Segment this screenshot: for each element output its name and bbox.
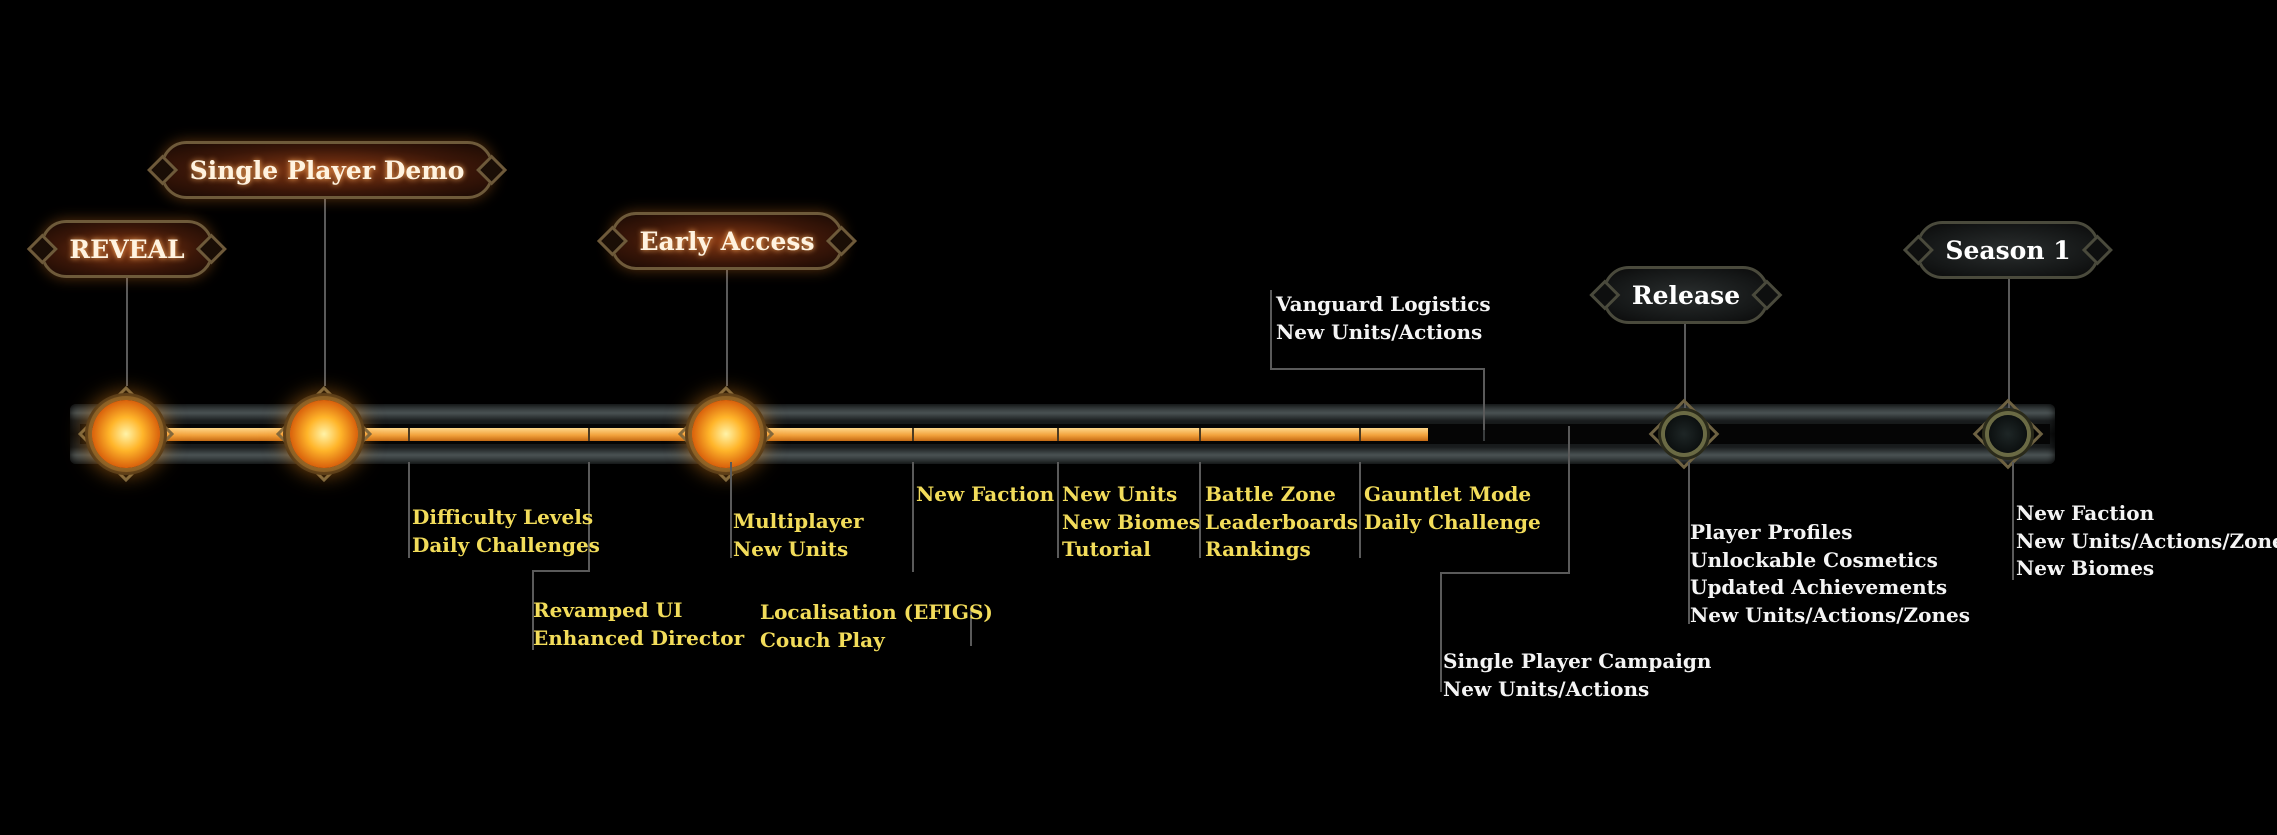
update-connector (1359, 462, 1361, 558)
update-connector (532, 570, 590, 572)
update-line: New Units/Actions/Zones (1690, 602, 1971, 627)
update-connector (912, 462, 914, 572)
milestone-title: REVEAL (69, 234, 185, 264)
update-line: Rankings (1205, 537, 1311, 561)
update-line: Difficulty Levels (412, 505, 594, 529)
milestone-node-season-1 (1989, 415, 2027, 453)
update-connector (1270, 368, 1484, 370)
update-line: Tutorial (1062, 537, 1151, 561)
milestone-node-release (1665, 415, 1703, 453)
update-line: New Units (733, 536, 849, 561)
update-line: New Faction (2016, 501, 2155, 525)
milestone-title: Single Player Demo (189, 155, 465, 185)
update-line: Revamped UI (533, 598, 683, 622)
milestone-banner-release: Release (1589, 266, 1783, 324)
timeline-tick (1199, 428, 1201, 441)
update-line: New Units/Actions (1443, 676, 1650, 701)
milestone-banner-season-1: Season 1 (1902, 221, 2114, 279)
update-label-new-faction: New Faction (916, 481, 1054, 509)
banner-arrow-icon (1589, 279, 1621, 311)
timeline-tick (1359, 428, 1361, 441)
update-connector (408, 462, 410, 558)
update-line: Unlockable Cosmetics (1690, 547, 1938, 572)
timeline-tick (1483, 428, 1485, 441)
update-connector (588, 462, 590, 572)
banner-arrow-icon (596, 225, 629, 257)
banner-arrow-icon (2082, 234, 2114, 266)
update-line: Daily Challenge (1364, 509, 1541, 534)
update-line: New Units/Actions (1276, 319, 1483, 344)
milestone-banner-demo: Single Player Demo (147, 141, 507, 199)
milestone-title: Early Access (639, 226, 815, 256)
banner-arrow-icon (475, 154, 507, 186)
milestone-title: Season 1 (1945, 235, 2071, 265)
update-label-revamped-ui: Revamped UI Enhanced Director (533, 597, 744, 652)
update-line: Leaderboards (1205, 509, 1359, 534)
milestone-banner-early-access: Early Access (596, 212, 858, 270)
update-line: Vanguard Logistics (1276, 292, 1491, 316)
timeline-tick (588, 428, 590, 441)
update-connector (1568, 426, 1570, 574)
update-connector (1199, 462, 1201, 558)
update-line: Multiplayer (733, 509, 864, 533)
banner-arrow-icon (147, 154, 179, 186)
update-line: New Units/Actions/Zones (2016, 528, 2277, 553)
milestone-node-demo (290, 400, 358, 468)
update-line: Battle Zone (1205, 482, 1336, 506)
update-line: Enhanced Director (533, 625, 745, 650)
update-line: Couch Play (760, 627, 885, 652)
update-connector (1440, 572, 1570, 574)
update-line: Gauntlet Mode (1364, 482, 1532, 506)
update-line: Daily Challenges (412, 532, 600, 557)
banner-arrow-icon (196, 233, 228, 265)
banner-arrow-icon (1751, 279, 1783, 311)
milestone-node-early-access (692, 400, 760, 468)
banner-arrow-icon (1902, 234, 1934, 266)
timeline-tick (408, 428, 410, 441)
update-line: New Faction (916, 482, 1055, 506)
timeline-tick (912, 428, 914, 441)
timeline-tick (1057, 428, 1059, 441)
banner-arrow-icon (26, 233, 58, 265)
update-connector (1057, 462, 1059, 558)
milestone-node-reveal (92, 400, 160, 468)
update-line: Localisation (EFIGS) (760, 600, 993, 624)
update-line: Updated Achievements (1690, 575, 1948, 599)
update-connector (1483, 368, 1485, 430)
update-line: Player Profiles (1690, 520, 1853, 544)
update-line: New Biomes (1062, 509, 1201, 534)
update-connector (730, 462, 732, 558)
update-connector (532, 570, 534, 650)
update-line: New Units (1062, 482, 1178, 506)
milestone-connector (126, 268, 128, 386)
update-connector (1440, 572, 1442, 692)
milestone-connector (324, 193, 326, 386)
update-line: New Biomes (2016, 556, 2155, 580)
update-connector (1270, 290, 1272, 370)
milestone-connector (1684, 312, 1686, 412)
update-connector (1688, 462, 1690, 624)
update-connector (2012, 462, 2014, 580)
milestone-title: Release (1631, 280, 1741, 310)
banner-arrow-icon (825, 225, 858, 257)
milestone-banner-reveal: REVEAL (26, 220, 228, 278)
update-connector (970, 608, 972, 646)
milestone-connector (726, 262, 728, 386)
update-label-localisation: Localisation (EFIGS) Couch Play (760, 599, 993, 654)
update-line: Single Player Campaign (1443, 649, 1712, 673)
milestone-connector (2008, 267, 2010, 412)
